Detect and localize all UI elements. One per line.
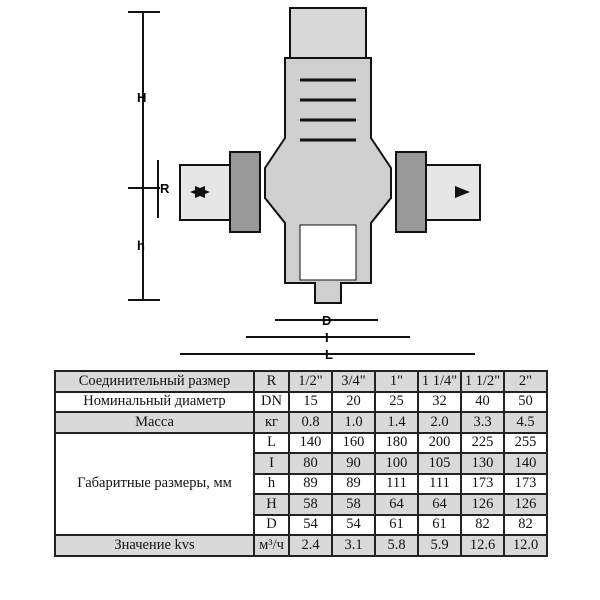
value-cell: 54 <box>333 515 374 534</box>
row-unit: R <box>255 372 288 391</box>
value-cell: 126 <box>505 495 546 514</box>
value-cell: 4.5 <box>505 413 546 432</box>
value-cell: 89 <box>333 474 374 493</box>
value-cell: 1.4 <box>376 413 417 432</box>
value-cell: 82 <box>505 515 546 534</box>
row-label: Значение kvs <box>56 536 253 555</box>
value-cell: 12.6 <box>462 536 503 555</box>
row-unit: м³/ч <box>255 536 288 555</box>
value-cell: 64 <box>376 495 417 514</box>
value-cell: 12.0 <box>505 536 546 555</box>
value-cell: 1/2" <box>290 372 331 391</box>
row-unit: D <box>255 515 288 534</box>
row-unit: h <box>255 474 288 493</box>
value-cell: 0.8 <box>290 413 331 432</box>
value-cell: 111 <box>419 474 460 493</box>
value-cell: 173 <box>505 474 546 493</box>
value-cell: 1 1/2" <box>462 372 503 391</box>
row-label: Габаритные размеры, мм <box>56 433 253 534</box>
row-unit: DN <box>255 392 288 411</box>
dim-I-label: I <box>325 330 329 345</box>
value-cell: 80 <box>290 454 331 473</box>
dim-L-label: L <box>325 347 333 362</box>
value-cell: 15 <box>290 392 331 411</box>
value-cell: 105 <box>419 454 460 473</box>
value-cell: 160 <box>333 433 374 452</box>
value-cell: 1 1/4" <box>419 372 460 391</box>
value-cell: 82 <box>462 515 503 534</box>
value-cell: 40 <box>462 392 503 411</box>
value-cell: 225 <box>462 433 503 452</box>
row-unit: кг <box>255 413 288 432</box>
value-cell: 54 <box>290 515 331 534</box>
value-cell: 255 <box>505 433 546 452</box>
value-cell: 64 <box>419 495 460 514</box>
value-cell: 32 <box>419 392 460 411</box>
value-cell: 5.9 <box>419 536 460 555</box>
value-cell: 25 <box>376 392 417 411</box>
value-cell: 2" <box>505 372 546 391</box>
value-cell: 100 <box>376 454 417 473</box>
value-cell: 3/4" <box>333 372 374 391</box>
value-cell: 58 <box>290 495 331 514</box>
value-cell: 111 <box>376 474 417 493</box>
value-cell: 5.8 <box>376 536 417 555</box>
value-cell: 130 <box>462 454 503 473</box>
value-cell: 61 <box>376 515 417 534</box>
value-cell: 20 <box>333 392 374 411</box>
value-cell: 58 <box>333 495 374 514</box>
value-cell: 200 <box>419 433 460 452</box>
value-cell: 2.0 <box>419 413 460 432</box>
value-cell: 126 <box>462 495 503 514</box>
row-unit: H <box>255 495 288 514</box>
value-cell: 3.1 <box>333 536 374 555</box>
value-cell: 140 <box>505 454 546 473</box>
value-cell: 140 <box>290 433 331 452</box>
value-cell: 3.3 <box>462 413 503 432</box>
dim-D-label: D <box>322 313 331 328</box>
row-unit: I <box>255 454 288 473</box>
value-cell: 1" <box>376 372 417 391</box>
row-label: Номинальный диаметр <box>56 392 253 411</box>
value-cell: 2.4 <box>290 536 331 555</box>
value-cell: 1.0 <box>333 413 374 432</box>
row-unit: L <box>255 433 288 452</box>
valve-drawing: H R h D I L <box>128 7 481 362</box>
value-cell: 180 <box>376 433 417 452</box>
value-cell: 89 <box>290 474 331 493</box>
row-label: Соединительный размер <box>56 372 253 391</box>
row-label: Масса <box>56 413 253 432</box>
value-cell: 50 <box>505 392 546 411</box>
dim-H-label: H <box>137 90 146 105</box>
value-cell: 90 <box>333 454 374 473</box>
value-cell: 61 <box>419 515 460 534</box>
dim-R-label: R <box>160 181 170 196</box>
value-cell: 173 <box>462 474 503 493</box>
dim-h-label: h <box>137 238 145 253</box>
